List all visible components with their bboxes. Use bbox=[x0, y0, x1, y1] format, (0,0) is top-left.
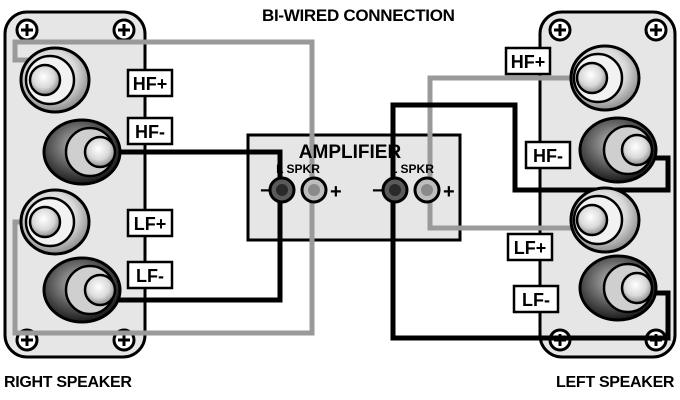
amp-left-channel-label: L SPKR bbox=[276, 162, 320, 176]
right-hf-negative-terminal bbox=[42, 118, 122, 186]
amp-left-minus-sign: − bbox=[260, 180, 272, 202]
right-lf-negative-wire bbox=[105, 198, 283, 303]
left-hf-positive-wire bbox=[427, 75, 590, 185]
left-lf-positive-terminal bbox=[569, 186, 641, 254]
amp-right-minus-sign: − bbox=[372, 180, 384, 202]
left-terminal-label-lf-neg: LF- bbox=[512, 284, 560, 314]
amp-right-positive-terminal bbox=[413, 176, 441, 204]
screw-icon bbox=[112, 18, 136, 42]
terminal-label-text: HF+ bbox=[133, 74, 168, 94]
terminal-label-text: HF- bbox=[533, 146, 563, 166]
diagram-title: BI-WIRED CONNECTION bbox=[262, 6, 455, 25]
screw-icon bbox=[15, 18, 39, 42]
left-lf-negative-wire bbox=[390, 198, 671, 341]
terminal-label-text: LF- bbox=[522, 290, 550, 310]
left-hf-negative-terminal bbox=[578, 116, 658, 184]
left-lf-negative-terminal bbox=[578, 254, 658, 322]
right-terminal-label-lf-pos: LF+ bbox=[126, 208, 174, 238]
right-lf-positive-terminal bbox=[19, 188, 91, 256]
amplifier-label: AMPLIFIER bbox=[299, 142, 402, 163]
amp-left-negative-terminal bbox=[268, 176, 296, 204]
amp-right-channel-label: L SPKR bbox=[390, 162, 434, 176]
right-lf-negative-terminal bbox=[42, 256, 122, 324]
screw-icon bbox=[644, 18, 668, 42]
amp-left-positive-terminal bbox=[300, 176, 328, 204]
left-terminal-label-hf-pos: HF+ bbox=[504, 46, 552, 76]
terminal-label-text: HF- bbox=[135, 122, 165, 142]
terminal-label-text: LF+ bbox=[134, 214, 167, 234]
right-speaker-caption: RIGHT SPEAKER bbox=[4, 374, 132, 391]
right-hf-negative-wire bbox=[105, 149, 283, 185]
right-terminal-label-lf-neg: LF- bbox=[126, 260, 174, 290]
right-hf-positive-wire bbox=[12, 39, 315, 185]
left-speaker-caption: LEFT SPEAKER bbox=[556, 374, 675, 391]
amp-right-plus-sign: + bbox=[443, 181, 455, 203]
terminal-label-text: HF+ bbox=[511, 52, 546, 72]
left-terminal-label-hf-neg: HF- bbox=[524, 140, 572, 170]
amp-right-negative-terminal bbox=[381, 176, 409, 204]
negative-wires bbox=[105, 102, 671, 341]
terminal-label-text: LF- bbox=[136, 266, 164, 286]
screw-icon bbox=[548, 18, 572, 42]
right-terminal-label-hf-neg: HF- bbox=[126, 116, 174, 146]
left-lf-positive-wire bbox=[427, 198, 590, 231]
left-terminal-label-lf-pos: LF+ bbox=[506, 232, 554, 262]
right-hf-positive-terminal bbox=[19, 46, 91, 114]
left-hf-negative-wire bbox=[390, 102, 671, 193]
terminal-label-text: LF+ bbox=[514, 238, 547, 258]
amp-left-plus-sign: + bbox=[330, 181, 342, 203]
right-terminal-label-hf-pos: HF+ bbox=[126, 68, 174, 98]
left-hf-positive-terminal bbox=[569, 44, 641, 112]
